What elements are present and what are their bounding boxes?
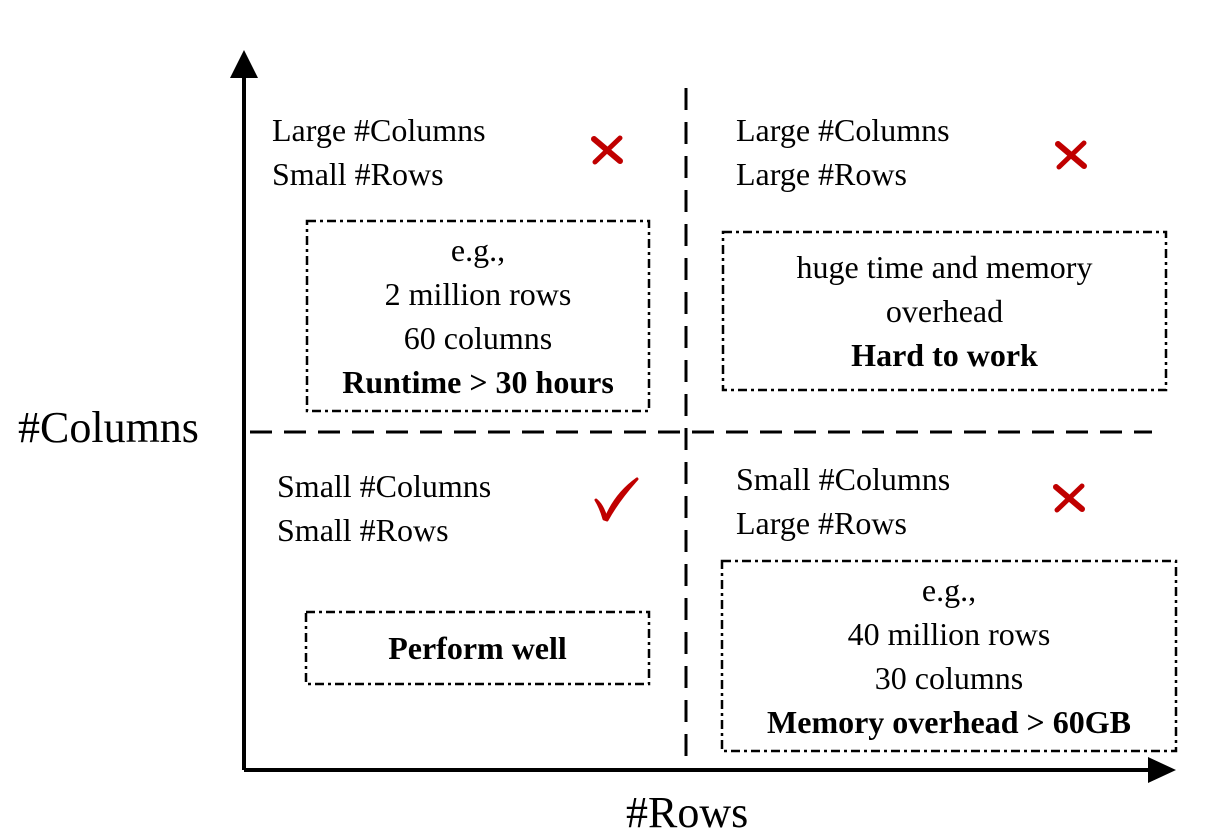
bottom-right-box: e.g., 40 million rows 30 columns Memory …: [722, 561, 1176, 751]
y-axis-arrowhead: [230, 50, 258, 78]
top-right-columns-label: Large #Columns: [736, 112, 950, 148]
top-left-rows-label: Small #Rows: [272, 156, 444, 192]
top-left-box: e.g., 2 million rows 60 columns Runtime …: [307, 221, 649, 411]
bottom-right-box-border: [720, 559, 1178, 753]
box-conclusion: Perform well: [388, 630, 567, 666]
box-text: overhead: [885, 293, 1004, 329]
bottom-left-box: Perform well: [306, 612, 649, 684]
cross-icon: [1053, 483, 1085, 513]
box-conclusion: Memory overhead > 60GB: [767, 704, 1131, 740]
cross-icon: [1055, 140, 1087, 170]
x-axis-arrowhead: [1148, 757, 1176, 783]
bottom-right-rows-label: Large #Rows: [736, 505, 907, 541]
top-right-box-border: [721, 230, 1168, 392]
box-conclusion: Runtime > 30 hours: [342, 364, 614, 400]
check-icon: [594, 477, 639, 522]
top-left-box-border: [305, 219, 651, 413]
box-conclusion: Hard to work: [851, 337, 1038, 373]
y-axis-title: #Columns: [18, 403, 199, 452]
cross-icon: [591, 135, 623, 165]
bottom-left-rows-label: Small #Rows: [277, 512, 449, 548]
box-text: huge time and memory: [796, 249, 1093, 285]
box-text: 60 columns: [403, 320, 553, 356]
box-text: 40 million rows: [847, 616, 1051, 652]
bottom-left-box-border: [304, 610, 651, 686]
box-text: e.g.,: [921, 572, 977, 608]
top-left-columns-label: Large #Columns: [272, 112, 486, 148]
bottom-left-columns-label: Small #Columns: [277, 468, 492, 504]
box-text: e.g.,: [450, 232, 506, 268]
bottom-right-columns-label: Small #Columns: [736, 461, 951, 497]
x-axis-title: #Rows: [626, 788, 749, 837]
top-right-rows-label: Large #Rows: [736, 156, 907, 192]
top-right-box: huge time and memory overhead Hard to wo…: [723, 232, 1166, 390]
box-text: 30 columns: [874, 660, 1024, 696]
box-text: 2 million rows: [384, 276, 572, 312]
